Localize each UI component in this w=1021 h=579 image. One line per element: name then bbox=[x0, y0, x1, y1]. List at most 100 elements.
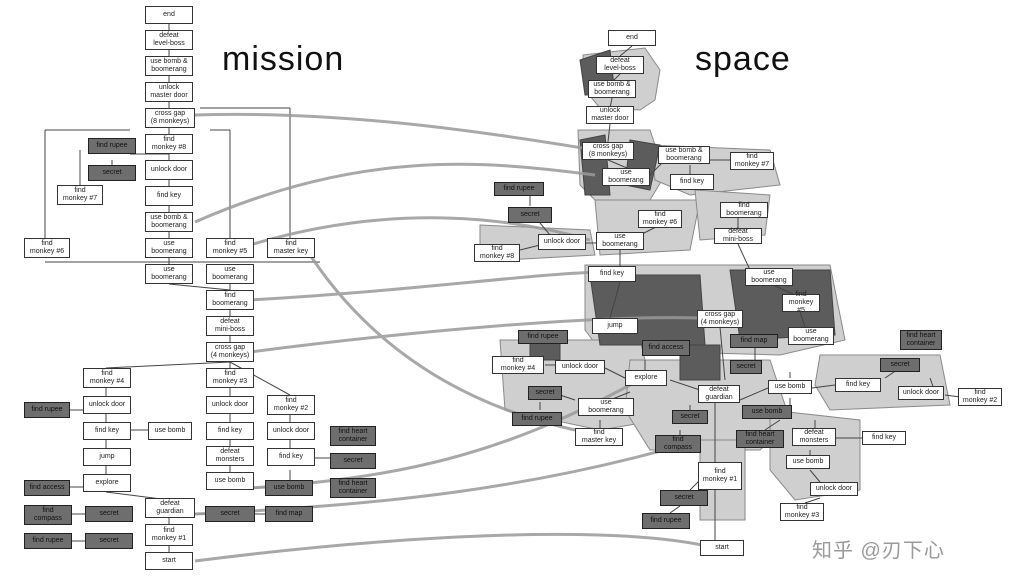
space-node-secret-low: secret bbox=[672, 410, 708, 424]
mission-node-find-access: find access bbox=[24, 480, 70, 496]
space-node-defeat-level-boss: defeat level-boss bbox=[596, 56, 644, 74]
space-node-use-boomerang-c: use boomerang bbox=[745, 268, 793, 286]
space-node-use-bomb-low: use bomb bbox=[786, 455, 830, 469]
space-node-find-compass: find compass bbox=[655, 435, 701, 453]
mission-node-defeat-monsters: defeat monsters bbox=[206, 446, 254, 466]
space-node-find-monkey-3: find monkey #3 bbox=[780, 503, 824, 521]
space-node-jump: jump bbox=[592, 318, 638, 334]
space-node-find-rupee-mid: find rupee bbox=[518, 330, 568, 344]
space-node-unlock-door-left: unlock door bbox=[555, 360, 605, 374]
mission-node-use-bomb-boomerang-2: use bomb & boomerang bbox=[145, 212, 193, 232]
mission-node-use-boomerang-1: use boomerang bbox=[145, 238, 193, 258]
space-node-defeat-guardian: defeat guardian bbox=[698, 385, 740, 403]
space-node-find-heart-container-2: find heart container bbox=[736, 430, 784, 448]
mission-node-end: end bbox=[145, 6, 193, 24]
space-node-use-boomerang-a: use boomerang bbox=[602, 168, 650, 186]
space-node-unlock-door-low: unlock door bbox=[810, 482, 858, 496]
space-node-use-bomb-dark: use bomb bbox=[742, 405, 792, 419]
mission-node-use-boomerang-2: use boomerang bbox=[145, 264, 193, 284]
space-node-find-boomerang: find boomerang bbox=[720, 202, 768, 218]
space-node-find-rupee-bottom: find rupee bbox=[642, 513, 690, 529]
mission-node-secret-top: secret bbox=[88, 165, 136, 181]
space-node-cross-gap-8: cross gap (8 monkeys) bbox=[582, 142, 634, 160]
mission-node-find-monkey-3: find monkey #3 bbox=[206, 368, 254, 388]
space-node-secret-right: secret bbox=[880, 358, 920, 372]
space-node-find-master-key: find master key bbox=[575, 428, 623, 446]
mission-node-defeat-guardian: defeat guardian bbox=[145, 498, 195, 518]
mission-node-unlock-door-top: unlock door bbox=[145, 160, 193, 180]
mission-node-cross-gap-4: cross gap (4 monkeys) bbox=[206, 342, 254, 362]
space-node-use-bomb-boomerang-2: use bomb & boomerang bbox=[658, 146, 710, 164]
mission-node-secret-low-mid: secret bbox=[205, 506, 255, 522]
mission-node-unlock-master-door: unlock master door bbox=[145, 82, 193, 102]
space-node-secret-left: secret bbox=[528, 386, 562, 400]
space-node-find-key-mid: find key bbox=[588, 266, 636, 282]
space-node-find-monkey-4: find monkey #4 bbox=[492, 356, 544, 374]
room-dark-center bbox=[679, 344, 721, 381]
mission-node-find-key-left: find key bbox=[83, 422, 131, 440]
space-node-secret-bottom: secret bbox=[660, 490, 708, 506]
space-node-use-boomerang-b: use boomerang bbox=[596, 232, 644, 250]
space-node-explore: explore bbox=[625, 370, 667, 386]
mission-node-find-boomerang: find boomerang bbox=[206, 290, 254, 310]
space-node-find-map: find map bbox=[730, 334, 778, 348]
mission-node-cross-gap-8: cross gap (8 monkeys) bbox=[145, 108, 195, 128]
mission-node-jump: jump bbox=[83, 448, 131, 466]
space-node-find-key-right: find key bbox=[835, 378, 881, 392]
mission-node-use-boomerang-3: use boomerang bbox=[206, 264, 254, 284]
space-node-find-monkey-1: find monkey #1 bbox=[698, 462, 742, 490]
space-node-use-bomb-boomerang: use bomb & boomerang bbox=[588, 80, 636, 98]
room-dark-central bbox=[589, 274, 706, 346]
mission-node-find-rupee-top: find rupee bbox=[88, 138, 136, 154]
mission-node-find-rupee-bottom: find rupee bbox=[24, 533, 72, 549]
space-node-find-key-top: find key bbox=[670, 174, 714, 190]
space-node-start: start bbox=[700, 540, 744, 556]
mission-node-find-monkey-6: find monkey #6 bbox=[24, 238, 70, 258]
space-node-find-monkey-6: find monkey #6 bbox=[638, 210, 682, 228]
space-title: space bbox=[695, 40, 791, 78]
space-node-find-monkey-2: find monkey #2 bbox=[958, 388, 1002, 406]
mission-node-find-monkey-8: find monkey #8 bbox=[145, 134, 193, 154]
mission-node-find-compass: find compass bbox=[24, 505, 72, 525]
mission-node-use-bomb-boomerang: use bomb & boomerang bbox=[145, 56, 193, 76]
space-node-find-rupee-top: find rupee bbox=[494, 182, 544, 196]
mission-node-find-monkey-1: find monkey #1 bbox=[145, 524, 193, 546]
mission-node-defeat-mini-boss: defeat mini-boss bbox=[206, 316, 254, 336]
space-node-use-boomerang-e: use boomerang bbox=[578, 398, 634, 416]
space-node-defeat-mini-boss: defeat mini-boss bbox=[714, 228, 762, 244]
mission-node-find-key-mid: find key bbox=[206, 422, 254, 440]
watermark-text: 知乎 @刃下心 bbox=[812, 540, 945, 562]
space-node-find-monkey-7: find monkey #7 bbox=[730, 152, 774, 170]
mission-node-unlock-door-mid: unlock door bbox=[206, 396, 254, 414]
mission-node-use-bomb-low: use bomb bbox=[206, 472, 254, 490]
mission-node-find-monkey-2: find monkey #2 bbox=[267, 395, 315, 415]
space-node-find-access: find access bbox=[642, 340, 690, 356]
mission-node-explore: explore bbox=[83, 474, 131, 492]
mission-node-find-rupee-left: find rupee bbox=[24, 402, 70, 418]
mission-node-find-key-right: find key bbox=[267, 448, 315, 466]
space-node-unlock-master-door: unlock master door bbox=[586, 106, 634, 124]
space-node-find-monkey-8: find monkey #8 bbox=[474, 244, 520, 262]
mission-node-unlock-door-left: unlock door bbox=[83, 396, 131, 414]
space-node-end: end bbox=[608, 30, 656, 46]
mission-node-use-bomb-dark: use bomb bbox=[265, 480, 313, 496]
mission-node-defeat-level-boss: defeat level-boss bbox=[145, 30, 193, 50]
mission-node-find-monkey-5: find monkey #5 bbox=[206, 238, 254, 258]
mission-node-start: start bbox=[145, 552, 193, 570]
mission-node-find-monkey-4: find monkey #4 bbox=[83, 368, 131, 388]
mission-node-secret-bottom: secret bbox=[85, 533, 133, 549]
mission-node-find-key-top: find key bbox=[145, 186, 193, 206]
mission-node-find-map: find map bbox=[265, 506, 313, 522]
mission-node-use-bomb-mid: use bomb bbox=[148, 422, 192, 440]
space-node-secret-top: secret bbox=[508, 207, 552, 223]
mission-node-find-monkey-7: find monkey #7 bbox=[57, 185, 103, 205]
space-node-unlock-door-right: unlock door bbox=[898, 386, 944, 400]
space-node-secret-center: secret bbox=[730, 360, 762, 374]
space-node-unlock-door-top: unlock door bbox=[538, 234, 586, 250]
space-node-find-key-low: find key bbox=[862, 431, 906, 445]
space-node-use-bomb-center: use bomb bbox=[768, 380, 812, 394]
mission-node-secret-low-left: secret bbox=[85, 506, 133, 522]
mission-node-unlock-door-right: unlock door bbox=[267, 422, 315, 440]
space-node-cross-gap-4: cross gap (4 monkeys) bbox=[697, 310, 743, 328]
